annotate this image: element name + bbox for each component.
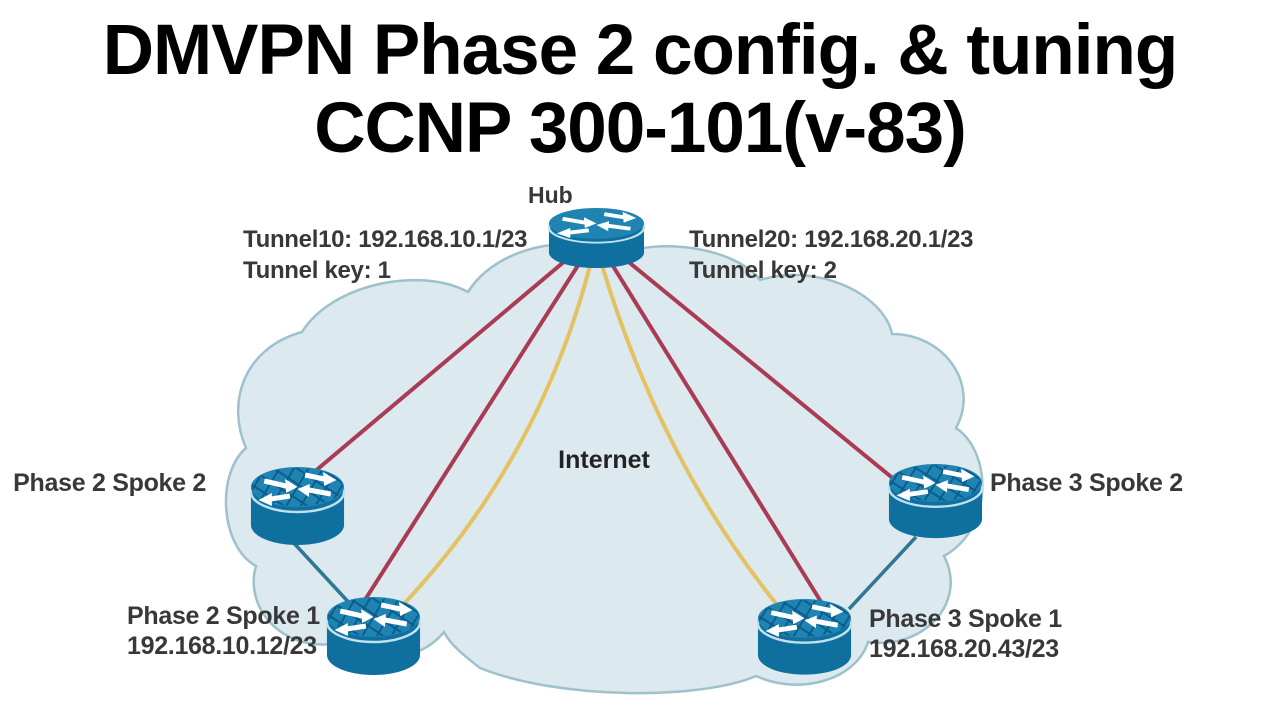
title-line-2: CCNP 300-101(v-83): [314, 89, 967, 168]
phase3-spoke1-label-block: Phase 3 Spoke 1 192.168.20.43/23: [869, 604, 1062, 664]
page-title: DMVPN Phase 2 config. & tuning CCNP 300-…: [0, 12, 1280, 168]
phase3-spoke1-label: Phase 3 Spoke 1: [869, 605, 1062, 633]
phase2-spoke1-ip: 192.168.10.12/23: [127, 632, 317, 660]
phase3-spoke2-label: Phase 3 Spoke 2: [990, 469, 1183, 497]
link-phase2-spoke2-to-phase2-spoke1: [289, 538, 355, 609]
tunnel10-key: Tunnel key: 1: [243, 257, 391, 284]
tunnel20-key: Tunnel key: 2: [689, 257, 837, 284]
link-hub-to-phase3-spoke1-yellow: [599, 261, 780, 608]
phase2-spoke1-router-icon: [327, 597, 420, 675]
phase2-spoke1-label: Phase 2 Spoke 1: [127, 602, 320, 630]
tunnel20-address: Tunnel20: 192.168.20.1/23: [689, 226, 974, 253]
phase2-spoke2-label: Phase 2 Spoke 2: [13, 469, 206, 497]
link-hub-to-phase3-spoke1: [606, 256, 825, 607]
phase2-spoke1-label-block: Phase 2 Spoke 1 192.168.10.12/23: [127, 601, 320, 661]
link-hub-to-phase2-spoke2: [305, 248, 580, 480]
phase3-spoke1-router-icon: [758, 599, 851, 675]
link-hub-to-phase2-spoke1-yellow: [399, 261, 593, 609]
hub-router-icon: [549, 208, 644, 268]
title-line-1: DMVPN Phase 2 config. & tuning: [102, 11, 1179, 90]
link-phase3-spoke2-to-phase3-spoke1: [847, 535, 918, 611]
phase3-spoke1-ip: 192.168.20.43/23: [869, 635, 1059, 663]
internet-label: Internet: [558, 446, 650, 474]
tunnel10-address: Tunnel10: 192.168.10.1/23: [243, 226, 528, 253]
phase3-spoke2-router-icon: [889, 464, 982, 538]
hub-label: Hub: [528, 182, 573, 208]
tunnel20-note: Tunnel20: 192.168.20.1/23 Tunnel key: 2: [689, 224, 974, 286]
tunnel10-note: Tunnel10: 192.168.10.1/23 Tunnel key: 1: [243, 224, 528, 286]
link-hub-to-phase2-spoke1: [361, 254, 586, 605]
phase2-spoke2-router-icon: [251, 467, 344, 545]
link-hub-to-phase3-spoke2: [612, 248, 897, 482]
